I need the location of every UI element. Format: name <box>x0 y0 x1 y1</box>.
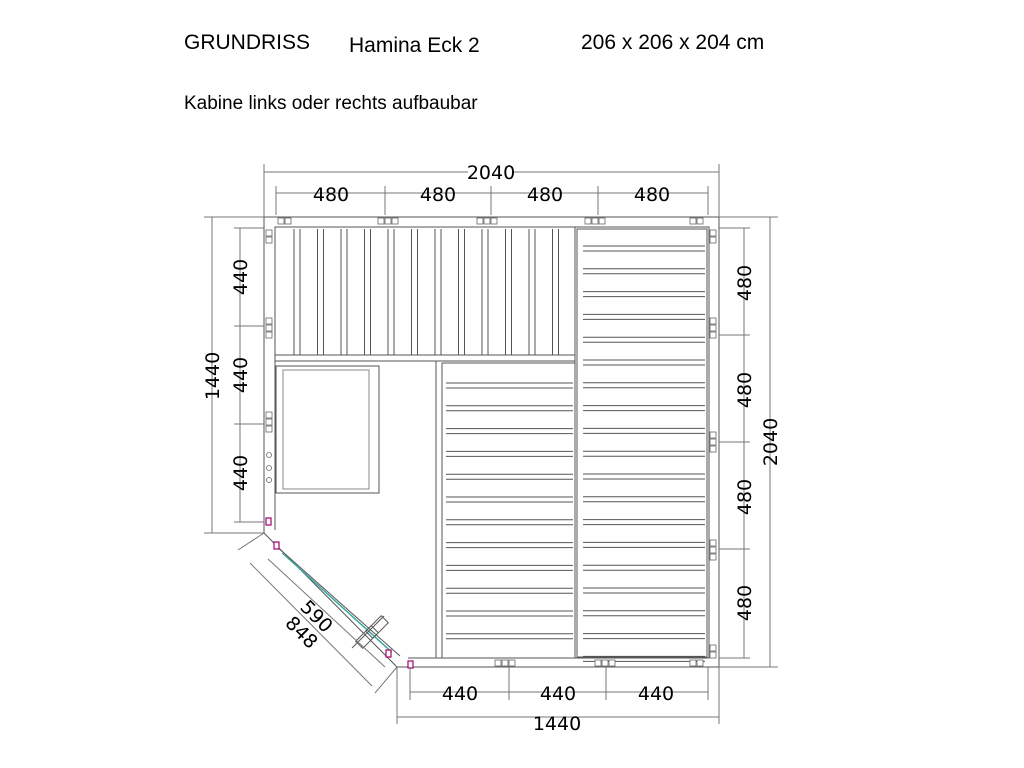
bottom-segment-label: 440 <box>540 683 576 705</box>
top-segment-label: 480 <box>527 184 563 206</box>
hinge-marker <box>265 517 272 526</box>
wall-fitting <box>709 236 717 244</box>
wall-fitting <box>377 217 385 225</box>
model-name: Hamina Eck 2 <box>349 34 480 57</box>
middle-bench <box>441 362 576 659</box>
wall-fitting <box>696 659 704 667</box>
top-segment-label: 480 <box>313 184 349 206</box>
top-segment-label: 480 <box>634 184 670 206</box>
wall-bolt <box>266 452 272 458</box>
wall-fitting <box>696 217 704 225</box>
wall-fitting <box>483 217 491 225</box>
wall-fitting <box>476 217 484 225</box>
right-segment-label: 480 <box>734 479 756 515</box>
wall-fitting <box>709 644 717 652</box>
wall-fitting <box>709 539 717 547</box>
wall-bolt <box>266 465 272 471</box>
wall-fitting <box>265 425 273 433</box>
wall-fitting <box>490 217 498 225</box>
right-segment-label: 480 <box>734 265 756 301</box>
wall-fitting <box>709 317 717 325</box>
glass-front-inner <box>274 544 401 657</box>
wall-fitting <box>391 217 399 225</box>
wall-fitting <box>501 659 509 667</box>
door-handle-icon <box>351 614 390 650</box>
hinge-marker <box>273 541 280 550</box>
wall-fitting <box>709 431 717 439</box>
wall-bolt <box>266 477 272 483</box>
wall-fitting <box>709 331 717 339</box>
left-segment-label: 440 <box>230 357 252 393</box>
wall-fitting <box>508 659 516 667</box>
wall-fitting <box>598 217 606 225</box>
wall-fitting <box>284 217 292 225</box>
wall-fitting <box>709 445 717 453</box>
right-total-label: 2040 <box>760 418 782 466</box>
wall-fitting <box>709 546 717 554</box>
wall-fitting <box>265 229 273 237</box>
wall-fitting <box>594 659 602 667</box>
bottom-total-label: 1440 <box>533 713 581 735</box>
wall-fitting <box>689 659 697 667</box>
top-total-label: 2040 <box>467 162 515 184</box>
cabin-size: 206 x 206 x 204 cm <box>581 31 765 54</box>
heater <box>275 365 380 494</box>
wall-fitting <box>709 229 717 237</box>
bottom-segment-label: 440 <box>442 683 478 705</box>
left-total-label: 1440 <box>202 352 224 400</box>
wall-fitting <box>709 651 717 659</box>
wall-fitting <box>265 317 273 325</box>
wall-fitting <box>601 659 609 667</box>
wall-fitting <box>709 553 717 561</box>
wall-fitting <box>265 324 273 332</box>
hinge-marker <box>385 649 392 658</box>
wall-fitting <box>265 331 273 339</box>
left-segment-label: 440 <box>230 259 252 295</box>
wall-fitting <box>709 324 717 332</box>
dimension-lines <box>204 164 778 724</box>
upper-bench <box>274 226 576 356</box>
wall-fitting <box>709 438 717 446</box>
outer-wall <box>263 216 720 668</box>
wall-fitting <box>494 659 502 667</box>
cabin-structure <box>237 216 720 694</box>
wall-fitting <box>584 217 592 225</box>
wall-fitting <box>689 217 697 225</box>
wall-fitting <box>265 418 273 426</box>
bottom-segment-label: 440 <box>638 683 674 705</box>
wall-fitting <box>608 659 616 667</box>
wall-fitting <box>265 236 273 244</box>
right-segment-label: 480 <box>734 585 756 621</box>
hinge-marker <box>407 660 414 669</box>
assembly-note: Kabine links oder rechts aufbaubar <box>184 93 478 114</box>
wall-fitting <box>265 411 273 419</box>
right-segment-label: 480 <box>734 372 756 408</box>
right-bench <box>576 228 708 658</box>
wall-fitting <box>384 217 392 225</box>
page-title: GRUNDRISS <box>184 31 311 54</box>
left-segment-label: 440 <box>230 455 252 491</box>
wall-fitting <box>277 217 285 225</box>
top-segment-label: 480 <box>420 184 456 206</box>
wall-fitting <box>591 217 599 225</box>
